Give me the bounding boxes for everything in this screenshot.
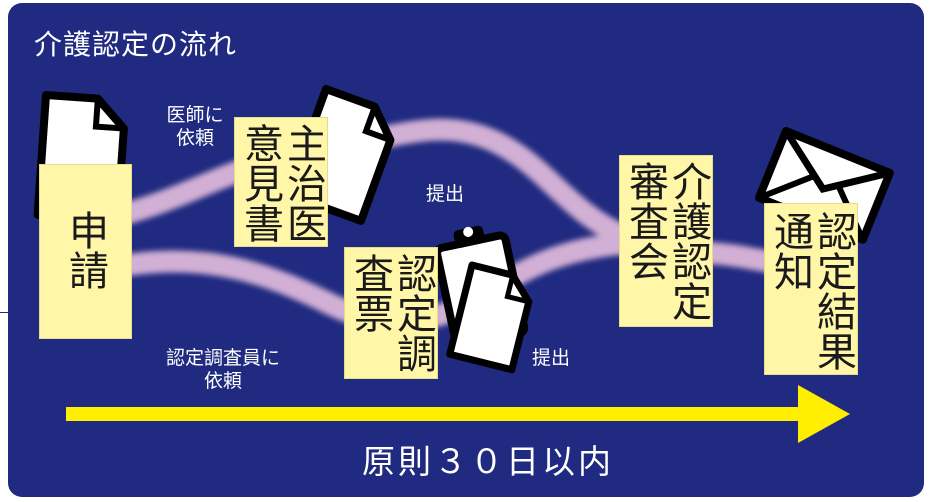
- step-survey-form-box: 認定調査票: [344, 247, 438, 379]
- flow-band-doctor: [117, 118, 639, 249]
- flow-diagram-panel: 介護認定の流れ 申請 主治医意見書 認定調査票 介護認定審査会 認定結果通知 医…: [8, 3, 924, 497]
- step-application-box: 申請: [39, 164, 132, 339]
- step-doctor-opinion-box: 主治医意見書: [234, 117, 328, 247]
- timeframe-label: 原則３０日以内: [362, 442, 614, 481]
- submit-label-1: 提出: [426, 183, 465, 205]
- panel-edge-tick: [0, 312, 8, 313]
- step-doctor-opinion-label: 主治医意見書: [237, 123, 326, 243]
- step-survey-form-label: 認定調査票: [347, 253, 436, 373]
- timeline-arrow-icon: [66, 385, 850, 443]
- request-investigator-label: 認定調査員に 依頼: [165, 347, 280, 392]
- step-review-board-box: 介護認定審査会: [619, 155, 713, 327]
- page-title: 介護認定の流れ: [34, 28, 238, 61]
- step-result-notice-label: 認定結果通知: [767, 211, 856, 371]
- step-result-notice-box: 認定結果通知: [764, 203, 858, 375]
- document-icon: [446, 261, 533, 374]
- step-review-board-label: 介護認定審査会: [622, 161, 711, 321]
- step-application-label: 申請: [62, 210, 108, 290]
- submit-label-2: 提出: [532, 347, 571, 369]
- request-doctor-label: 医師に 依頼: [166, 104, 224, 149]
